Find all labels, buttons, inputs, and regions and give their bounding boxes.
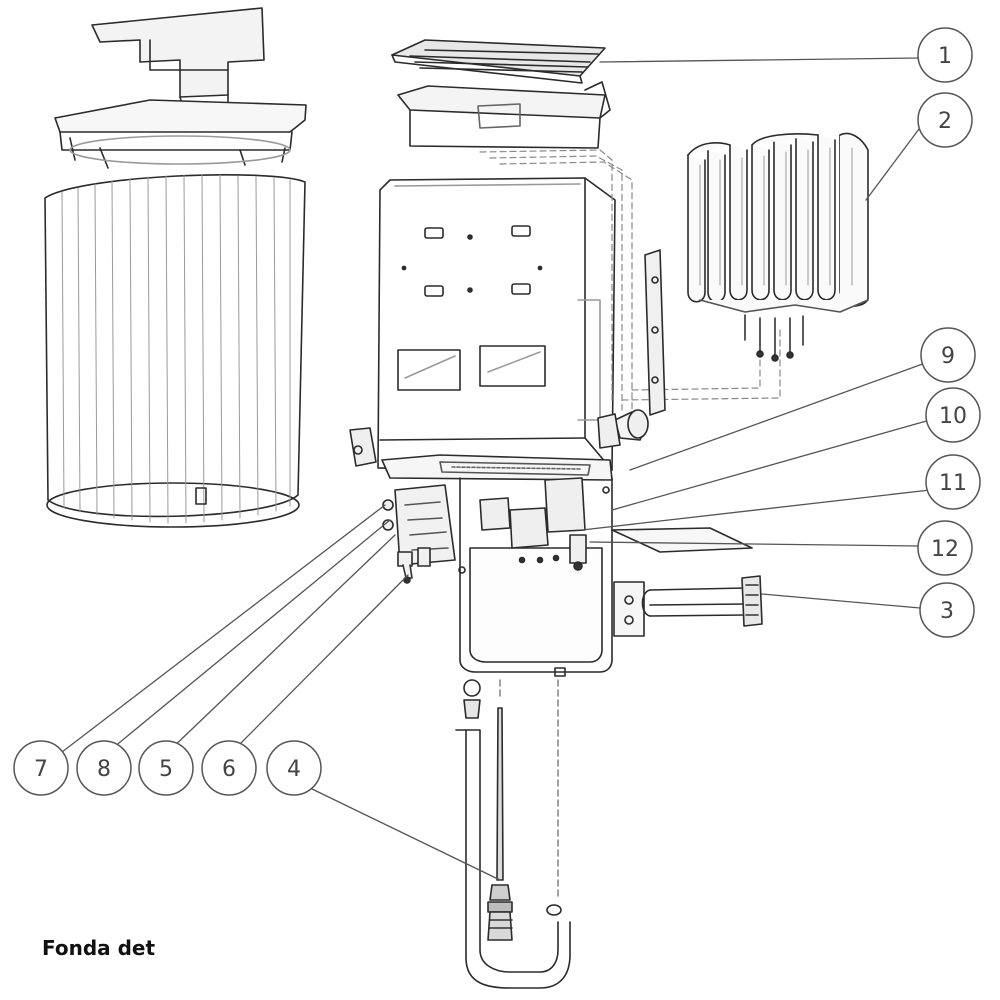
leader-lines xyxy=(61,57,931,881)
diagram-caption: Fonda det xyxy=(42,936,156,960)
top-cover-part xyxy=(54,7,307,169)
callout-4: 4 xyxy=(266,740,322,796)
control-box-part xyxy=(381,454,613,677)
connection-pipes-part xyxy=(479,149,781,416)
small-element-part xyxy=(613,575,763,637)
mounting-plate-part xyxy=(611,527,753,553)
callout-2: 2 xyxy=(917,92,973,148)
callout-11: 11 xyxy=(925,454,981,510)
callout-label: 12 xyxy=(931,537,959,562)
side-fittings-part xyxy=(349,409,649,467)
boiler-body-part xyxy=(377,177,616,471)
callout-label: 11 xyxy=(939,471,967,496)
callout-label: 1 xyxy=(938,44,952,69)
callout-label: 6 xyxy=(222,757,236,782)
callout-label: 4 xyxy=(287,757,301,782)
callout-6: 6 xyxy=(201,740,257,796)
callout-8: 8 xyxy=(76,740,132,796)
outer-casing-part xyxy=(44,174,306,528)
callout-label: 8 xyxy=(97,757,111,782)
top-grill-part xyxy=(391,39,606,84)
callout-7: 7 xyxy=(13,740,69,796)
callout-label: 7 xyxy=(34,757,48,782)
valve-cluster-part xyxy=(382,484,456,584)
callout-label: 10 xyxy=(939,404,967,429)
callout-1: 1 xyxy=(917,27,973,83)
insulation-tray-part xyxy=(397,81,611,149)
callout-label: 9 xyxy=(941,344,955,369)
callout-12: 12 xyxy=(917,520,973,576)
heating-coil-part xyxy=(687,132,869,362)
callout-label: 3 xyxy=(940,599,954,624)
callout-5: 5 xyxy=(138,740,194,796)
callout-9: 9 xyxy=(920,327,976,383)
callout-10: 10 xyxy=(925,387,981,443)
thermostat-unit-part xyxy=(479,477,587,571)
drain-tube-part xyxy=(455,679,571,989)
callout-label: 2 xyxy=(938,109,952,134)
callout-3: 3 xyxy=(919,582,975,638)
callout-label: 5 xyxy=(159,757,173,782)
